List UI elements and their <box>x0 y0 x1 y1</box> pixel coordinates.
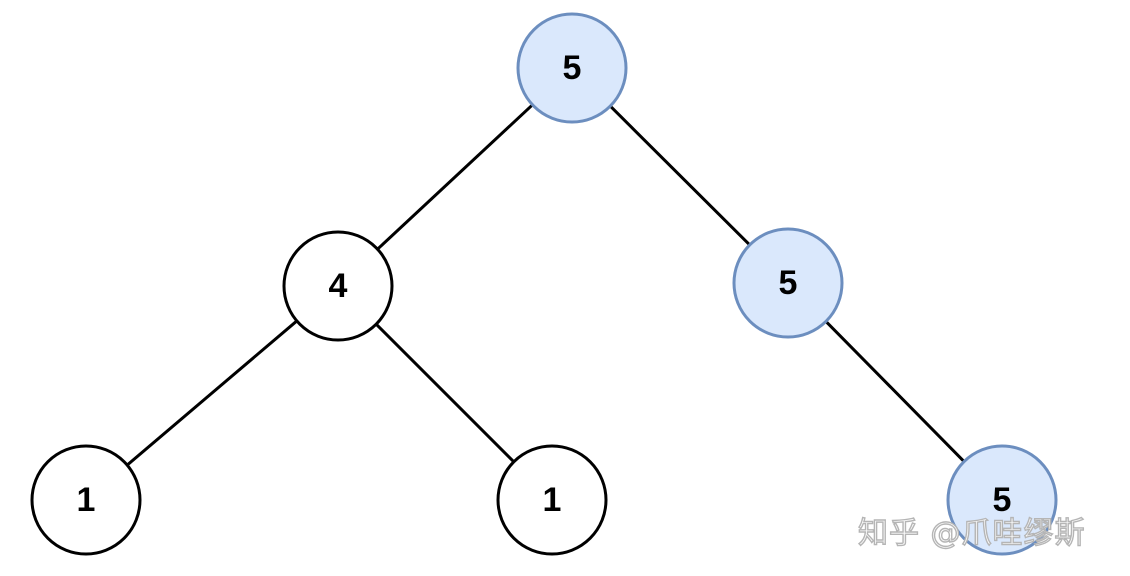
tree-node-right-right: 5 <box>946 444 1058 556</box>
watermark: 知乎 @爪哇缪斯 <box>857 515 1086 551</box>
node-label: 5 <box>563 49 582 87</box>
edge-root-to-left <box>376 103 534 251</box>
tree-node-left: 4 <box>282 230 394 342</box>
nodes-layer: 5 4 5 1 1 5 <box>30 12 1058 556</box>
node-circle <box>516 12 628 124</box>
node-circle <box>946 444 1058 556</box>
tree-node-left-left: 1 <box>30 444 142 556</box>
node-circle <box>732 227 844 339</box>
node-circle <box>282 230 394 342</box>
node-label: 1 <box>77 481 96 519</box>
edge-root-to-right <box>609 105 751 246</box>
node-label: 4 <box>329 267 348 305</box>
edge-left-to-left-right <box>375 323 515 463</box>
node-circle <box>496 444 608 556</box>
node-label: 5 <box>779 264 798 302</box>
node-label: 1 <box>543 481 562 519</box>
edge-right-to-right-right <box>824 320 966 463</box>
tree-node-root: 5 <box>516 12 628 124</box>
node-circle <box>30 444 142 556</box>
node-label: 5 <box>993 481 1012 519</box>
edges-layer <box>126 103 966 467</box>
edge-left-to-left-left <box>126 319 298 467</box>
tree-node-left-right: 1 <box>496 444 608 556</box>
tree-node-right: 5 <box>732 227 844 339</box>
